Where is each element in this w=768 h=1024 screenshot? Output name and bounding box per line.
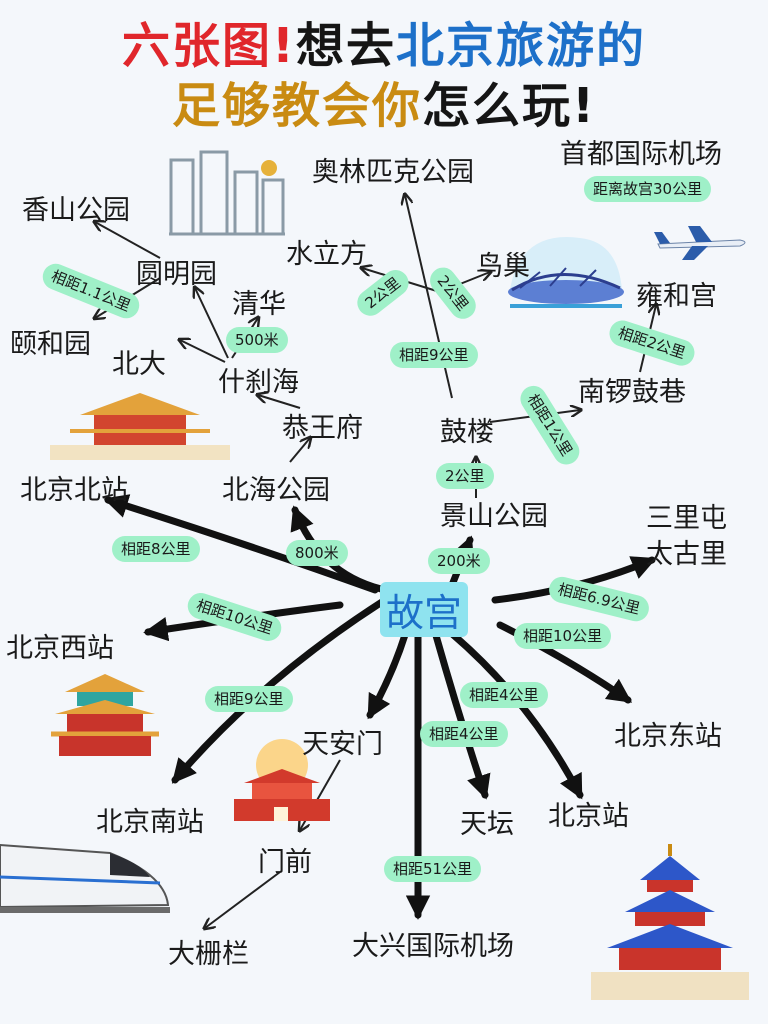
place-yuanmingyuan: 圆明园	[136, 259, 217, 290]
place-beijingdong: 北京东站	[614, 721, 722, 752]
place-jingshan: 景山公园	[440, 501, 548, 532]
place-niaochao: 鸟巢	[476, 251, 530, 282]
temple-of-heaven-illustration	[585, 840, 755, 1005]
line-gong-shicha	[258, 395, 301, 409]
place-beihai: 北海公园	[222, 475, 330, 506]
place-nanluoguxiang: 南锣鼓巷	[578, 377, 686, 408]
distance-pill: 相距10公里	[514, 623, 612, 649]
distance-pill: 相距9公里	[205, 686, 293, 712]
place-beijingzhan: 北京站	[548, 801, 629, 832]
place-gongwangfu: 恭王府	[282, 413, 363, 444]
high-speed-train-illustration	[0, 815, 175, 920]
place-gulou: 鼓楼	[440, 417, 494, 448]
yuanmingyuan-ruins-illustration	[165, 150, 290, 238]
place-taiguli: 太古里	[646, 539, 727, 570]
place-shichahai: 什刹海	[218, 367, 299, 398]
line-shicha-yuanming	[195, 288, 229, 359]
place-sanlitun: 三里屯	[646, 503, 727, 534]
place-dashilan: 大栅栏	[168, 939, 249, 970]
place-qianmen: 门前	[258, 847, 312, 878]
place-aolinpike: 奥林匹克公园	[312, 157, 474, 188]
distance-pill: 相距4公里	[460, 682, 548, 708]
pagoda-illustration	[45, 670, 165, 758]
distance-pill: 相距51公里	[384, 856, 482, 882]
title-part: 怎么玩	[422, 78, 573, 134]
line-tiantan	[431, 628, 491, 800]
place-tiantan: 天坛	[460, 809, 514, 840]
distance-pill: 相距9公里	[390, 342, 478, 368]
place-yonghegong: 雍和宫	[636, 281, 717, 312]
tiananmen-gate-illustration	[222, 735, 340, 825]
place-shoudu: 首都国际机场	[560, 139, 722, 170]
title-line-2: 足够教会你怎么玩!	[0, 66, 768, 136]
title-part: 足够教会你	[172, 78, 423, 134]
title-part: 北京旅游的	[395, 18, 646, 74]
distance-pill: 800米	[286, 540, 348, 566]
line-beijingbei	[103, 494, 379, 594]
line-yuanming-xiangshan	[95, 222, 161, 259]
title-part: !	[272, 18, 296, 74]
place-qinghua: 清华	[232, 289, 286, 320]
title-part: !	[572, 78, 596, 134]
place-beijingxi: 北京西站	[6, 633, 114, 664]
place-beida: 北大	[112, 349, 166, 380]
distance-pill: 500米	[226, 327, 288, 353]
birds-nest-stadium-illustration	[500, 220, 630, 320]
line-qianmen-dashilan	[205, 871, 281, 928]
distance-pill: 200米	[428, 548, 490, 574]
line-tiananmen	[366, 621, 412, 720]
place-shuilifang: 水立方	[286, 239, 367, 270]
title-part: 想去	[295, 18, 396, 74]
place-yiheyuan: 颐和园	[10, 329, 91, 360]
line-beijingnan	[171, 596, 389, 784]
line-shicha-beida	[180, 340, 226, 363]
title-part: 六张图	[122, 18, 273, 74]
place-daxing: 大兴国际机场	[352, 931, 514, 962]
place-beijingnan: 北京南站	[96, 807, 204, 838]
distance-pill: 相距8公里	[112, 536, 200, 562]
place-beijingbei: 北京北站	[20, 475, 128, 506]
forbidden-city-hall-illustration	[50, 385, 230, 460]
line-beihai-gong	[289, 438, 310, 463]
title-line-1: 六张图!想去北京旅游的	[0, 6, 768, 76]
distance-pill: 2公里	[436, 463, 494, 489]
place-xiangshan: 香山公园	[22, 195, 130, 226]
airplane-icon	[652, 222, 752, 262]
distance-pill: 距离故宫30公里	[584, 176, 712, 202]
distance-pill: 相距4公里	[420, 721, 508, 747]
place-tiananmen: 天安门	[302, 729, 383, 760]
place-gugong-center: 故宫	[380, 582, 469, 637]
